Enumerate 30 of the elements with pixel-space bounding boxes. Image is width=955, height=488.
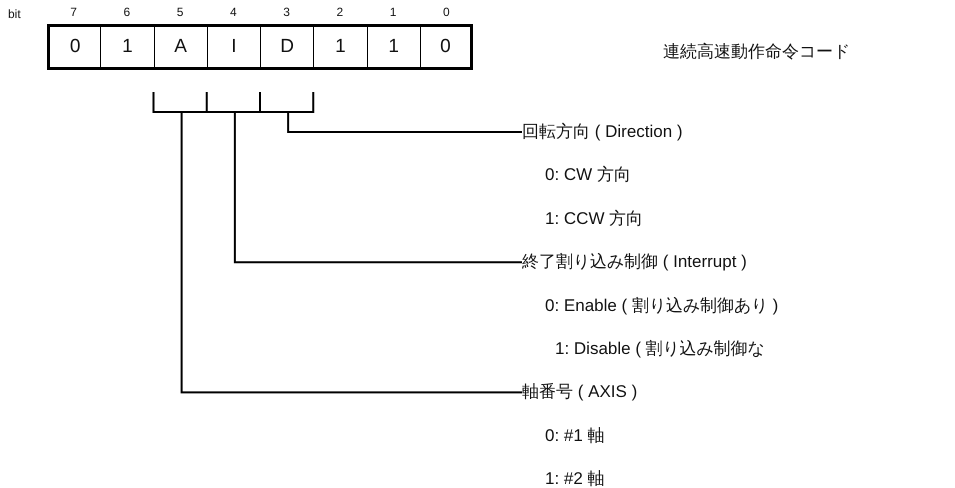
field-heading: 終了割り込み制御 ( Interrupt ) [522, 252, 747, 272]
bit-number: 3 [282, 5, 291, 19]
bit-cell: D [260, 24, 314, 70]
bit-cell: 0 [47, 24, 100, 70]
bit-number: 6 [122, 5, 132, 19]
bit-cell: I [206, 24, 260, 70]
bit-cell: A [154, 24, 207, 70]
bit-cell: 1 [100, 24, 154, 70]
field-heading: 回転方向 ( Direction ) [522, 122, 683, 142]
option-text: 0: #1 軸 [545, 426, 605, 446]
bit-number: 7 [69, 5, 78, 19]
bit-number: 4 [229, 5, 238, 19]
leader-line [234, 112, 522, 264]
bit-number: 2 [336, 5, 344, 19]
bit-number: 0 [442, 5, 451, 19]
option-text: 0: Enable ( 割り込み制御あり ) [545, 296, 778, 316]
option-text: 1: CCW 方向 [545, 208, 644, 229]
bit-caption: bit [8, 6, 21, 23]
leader-line [287, 112, 522, 133]
bit-cell: 1 [313, 24, 366, 70]
field-heading: 軸番号 ( AXIS ) [522, 382, 638, 402]
leader-line [180, 112, 522, 394]
bit-cell: 0 [420, 24, 473, 70]
option-text: 1: #2 軸 [545, 469, 605, 488]
bit-cell: 1 [366, 24, 420, 70]
bit-number: 5 [176, 5, 184, 19]
option-text: 1: Disable ( 割り込み制御な [555, 339, 765, 359]
register-title: 連続高速動作命令コード [663, 42, 850, 62]
bit-number: 1 [388, 5, 398, 19]
option-text: 0: CW 方向 [545, 165, 631, 186]
